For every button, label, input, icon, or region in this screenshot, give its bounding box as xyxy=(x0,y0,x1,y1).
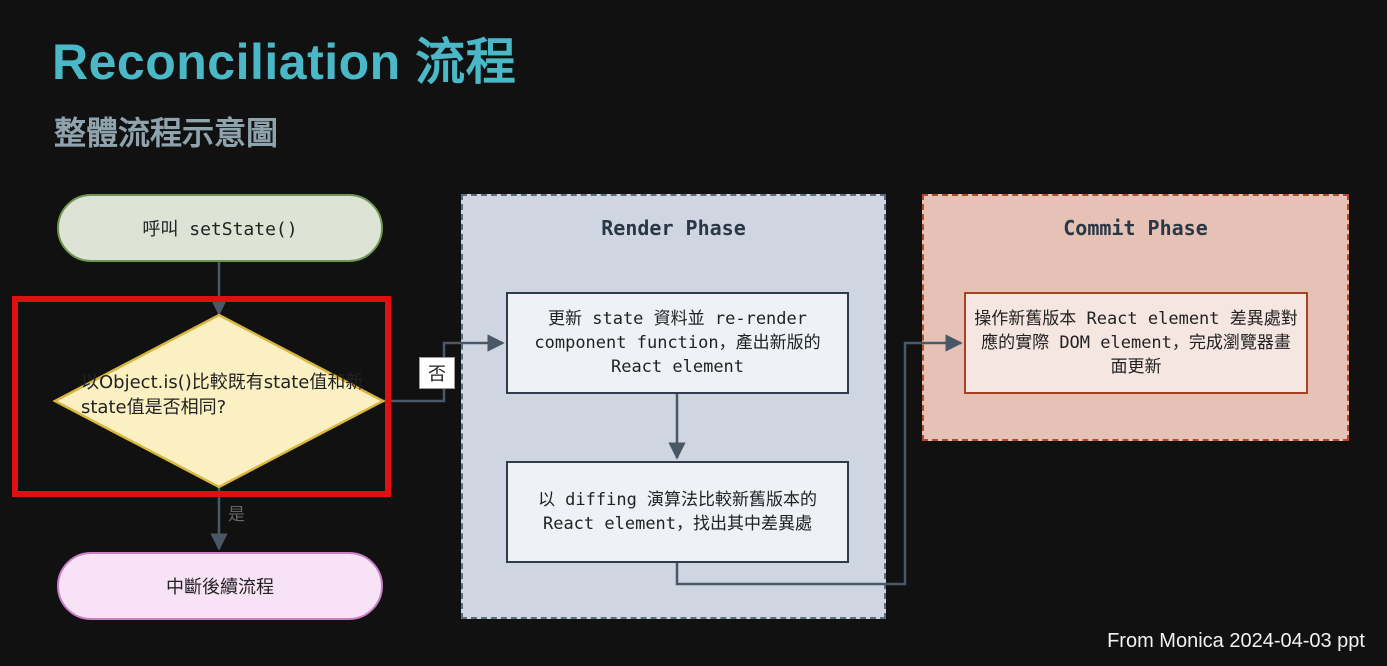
commit-phase-title: Commit Phase xyxy=(1063,216,1208,240)
commit-step-dom-label: 操作新舊版本 React element 差異處對應的實際 DOM elemen… xyxy=(974,309,1298,377)
page-title: Reconciliation 流程 xyxy=(52,34,517,90)
render-step-update-label: 更新 state 資料並 re-render component functio… xyxy=(534,309,821,377)
start-node: 呼叫 setState() xyxy=(57,194,383,262)
commit-step-dom: 操作新舊版本 React element 差異處對應的實際 DOM elemen… xyxy=(964,292,1308,394)
start-node-label: 呼叫 setState() xyxy=(142,219,298,240)
footer-credit: From Monica 2024-04-03 ppt xyxy=(1107,630,1365,652)
decision-highlight-frame xyxy=(12,296,391,497)
end-node-label: 中斷後續流程 xyxy=(166,577,274,598)
page-subtitle: 整體流程示意圖 xyxy=(54,114,279,152)
render-step-diff-label: 以 diffing 演算法比較新舊版本的 React element，找出其中差… xyxy=(537,490,818,534)
edge-label-yes: 是 xyxy=(228,505,245,525)
decision-diamond xyxy=(52,313,386,489)
decision-label: 以Object.is()比較既有state值和新state值是否相同? xyxy=(81,372,364,418)
render-phase-title: Render Phase xyxy=(601,216,746,240)
render-step-diff: 以 diffing 演算法比較新舊版本的 React element，找出其中差… xyxy=(506,461,849,563)
arrow-diff-to-commit xyxy=(675,334,963,586)
render-step-update: 更新 state 資料並 re-render component functio… xyxy=(506,292,849,394)
end-node: 中斷後續流程 xyxy=(57,552,383,620)
edge-label-no: 否 xyxy=(419,357,455,389)
